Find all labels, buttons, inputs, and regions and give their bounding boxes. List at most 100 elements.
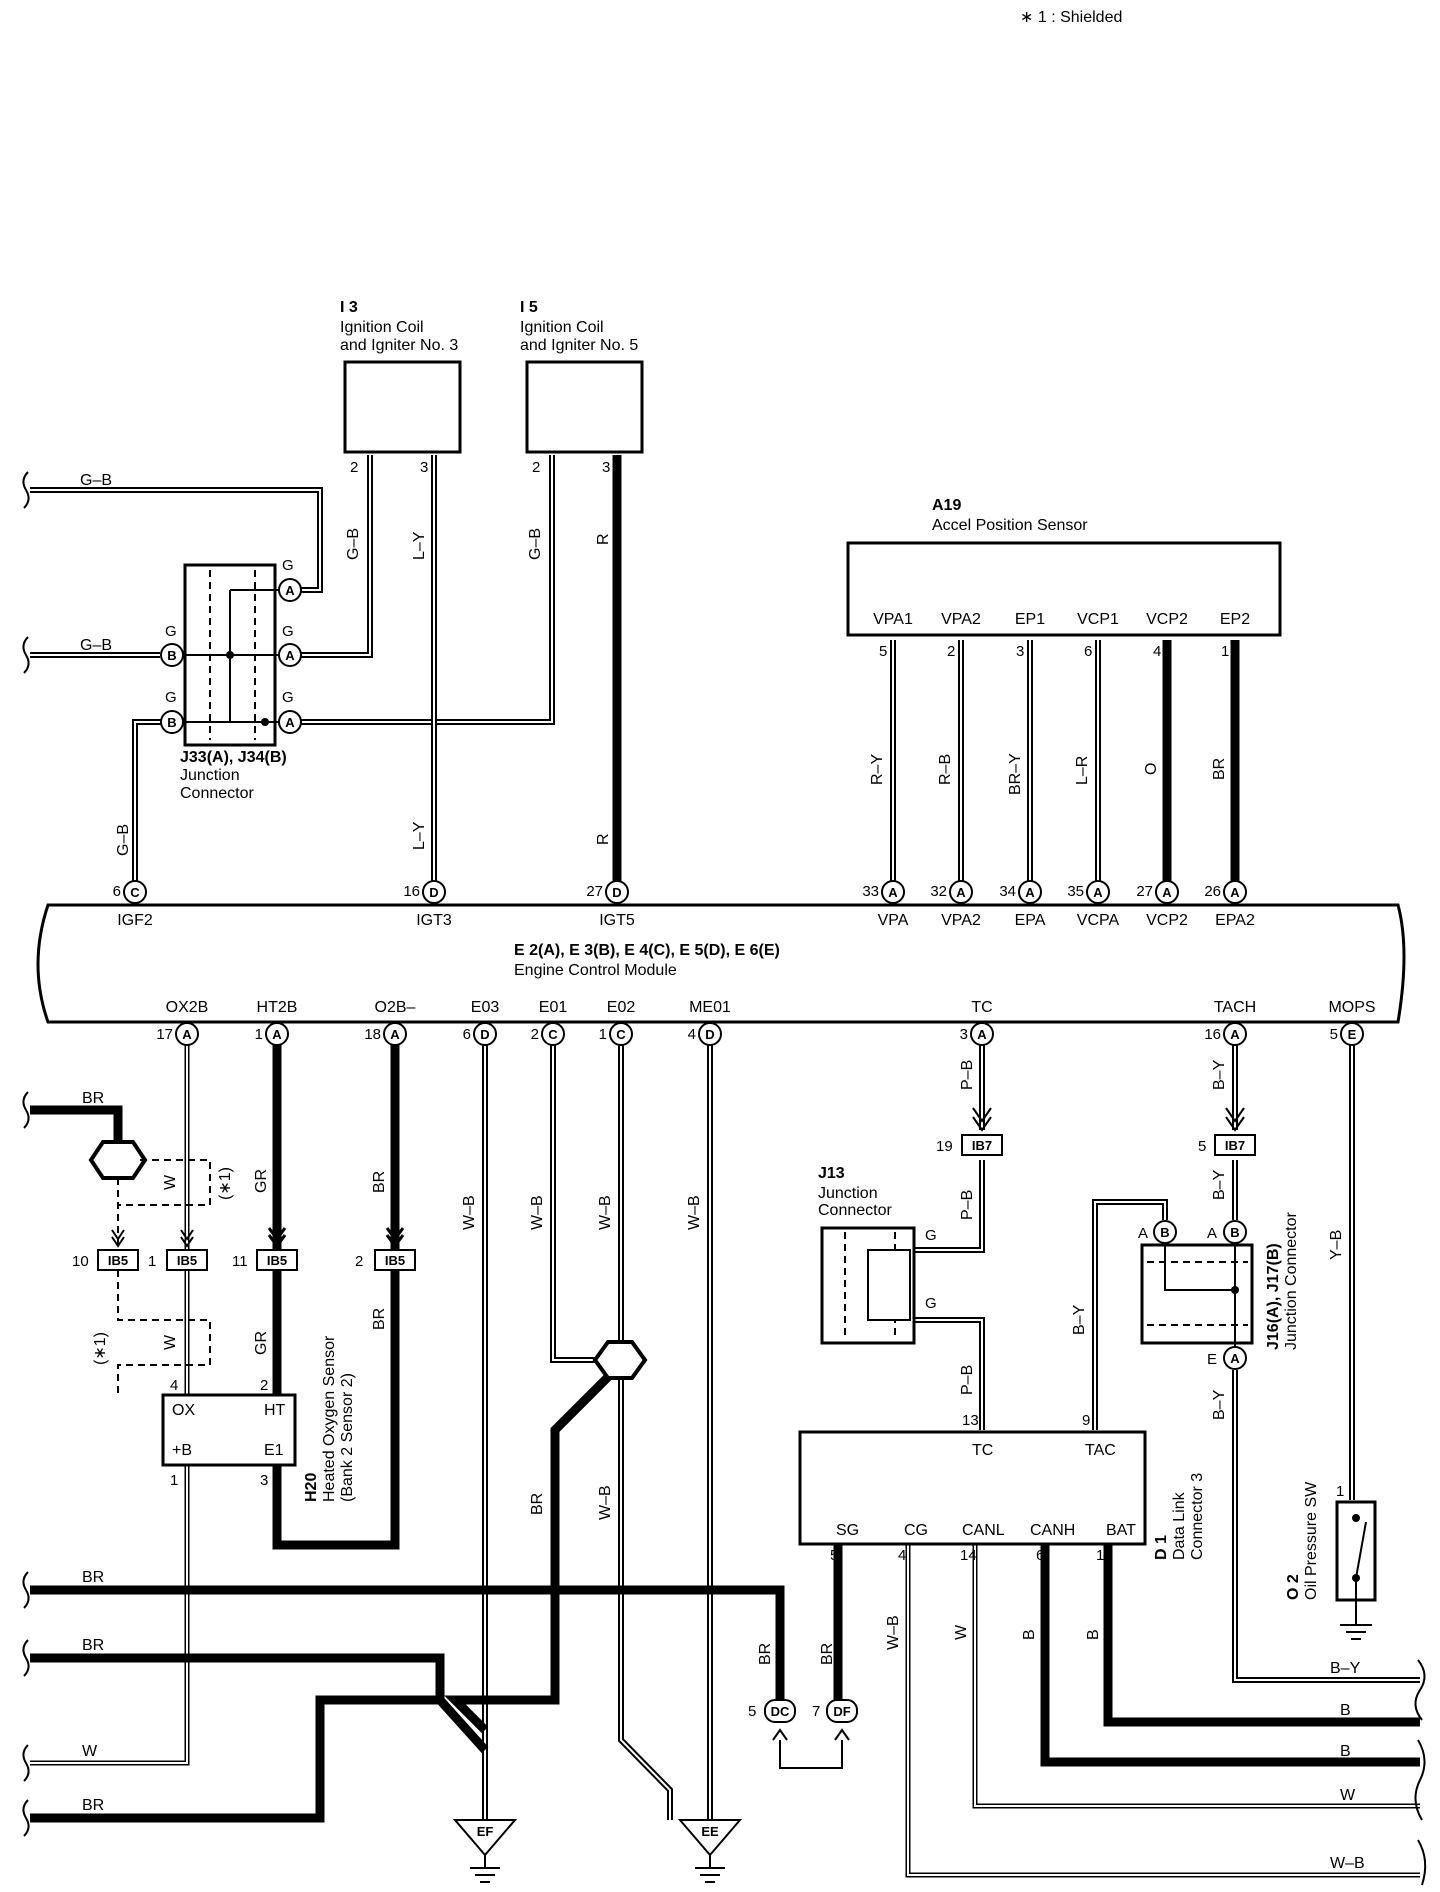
- junction-connector-j13: J13 Junction Connector G G: [818, 1165, 937, 1345]
- svg-text:3: 3: [420, 459, 428, 476]
- ecm-top-pin-label: VPA2: [941, 912, 981, 929]
- svg-text:TAC: TAC: [1085, 1442, 1116, 1459]
- svg-text:B–Y: B–Y: [1211, 1169, 1228, 1200]
- ecm-top-pin-connector-letter: C: [130, 885, 140, 900]
- svg-text:CANH: CANH: [1030, 1522, 1075, 1539]
- svg-text:G: G: [925, 1227, 937, 1244]
- accel-position-sensor: A19 Accel Position Sensor VPA15VPA22EP13…: [846, 497, 1282, 660]
- ecm-bottom-pin-connector: [473, 1022, 497, 1046]
- svg-text:W–B: W–B: [686, 1195, 703, 1230]
- ecm-bottom-pin-number: 6: [463, 1026, 471, 1043]
- svg-text:BR: BR: [82, 1797, 104, 1814]
- data-link-connector-d1: TC TAC SG CG CANL CANH BAT 13 9 5 4 14 6…: [798, 1412, 1206, 1564]
- svg-text:9: 9: [1082, 1412, 1090, 1429]
- svg-text:BR: BR: [819, 1643, 836, 1665]
- svg-text:G–B: G–B: [115, 824, 132, 856]
- ecm-bottom-pin-label: TC: [971, 999, 992, 1016]
- svg-text:GR: GR: [253, 1169, 270, 1193]
- svg-text:Engine Control Module: Engine Control Module: [514, 962, 677, 979]
- ecm-bottom-pin-number: 4: [688, 1026, 696, 1043]
- svg-text:P–B: P–B: [959, 1060, 976, 1090]
- svg-text:B: B: [1230, 1225, 1239, 1240]
- svg-text:G–B: G–B: [80, 472, 112, 489]
- ignition-coil-5: I 5 Ignition Coil and Igniter No. 5 2 3: [520, 299, 644, 476]
- ecm-bottom-pin-connector-letter: E: [1348, 1027, 1357, 1042]
- svg-text:W: W: [162, 1334, 179, 1350]
- svg-text:G–B: G–B: [80, 637, 112, 654]
- ecm-bottom-pin-label: TACH: [1214, 999, 1256, 1016]
- svg-text:I 5: I 5: [520, 299, 538, 316]
- dlc-box: [798, 1430, 1147, 1546]
- ground-ef: EF: [452, 1819, 518, 1883]
- ecm-bottom-pin-number: 18: [364, 1026, 381, 1043]
- ecm-top-pin-connector-letter: A: [1025, 885, 1035, 900]
- svg-text:3: 3: [260, 1472, 268, 1489]
- a19-pin-number: 2: [947, 643, 955, 660]
- ecm-top-pin-number: 32: [930, 883, 947, 900]
- ib7-connectors: IB7 19 IB7 5: [936, 1107, 1256, 1156]
- svg-text:7: 7: [812, 1703, 820, 1720]
- heated-oxygen-sensor-h20: OX HT +B E1 4 2 1 3 H20 Heated Oxygen Se…: [161, 1335, 356, 1502]
- svg-text:IB7: IB7: [972, 1138, 992, 1153]
- svg-text:Connector: Connector: [180, 785, 254, 802]
- ecm-top-pin-connector: [123, 880, 147, 904]
- svg-text:G–B: G–B: [345, 528, 362, 560]
- a19-pin-label: VPA1: [873, 611, 913, 628]
- ecm-bottom-pin-connector: [1223, 1022, 1247, 1046]
- ecm-top-pin-connector: [605, 880, 629, 904]
- svg-text:G: G: [282, 689, 294, 706]
- svg-text:L–R: L–R: [1074, 756, 1091, 785]
- svg-text:E 2(A), E 3(B), E 4(C), E 5(D): E 2(A), E 3(B), E 4(C), E 5(D), E 6(E): [514, 942, 780, 959]
- svg-text:W–B: W–B: [1330, 1855, 1365, 1872]
- a19-pin-label: EP2: [1220, 611, 1250, 628]
- svg-text:O: O: [1143, 763, 1160, 775]
- ecm-bottom-pin-number: 1: [599, 1026, 607, 1043]
- ecm-bottom-pin-number: 17: [156, 1026, 173, 1043]
- ecm-bottom-pin-label: E01: [539, 999, 568, 1016]
- a19-pin-label: VCP1: [1077, 611, 1119, 628]
- ecm-bottom-pin-connector: [698, 1022, 722, 1046]
- ecm-top-pin-label: IGT3: [416, 912, 452, 929]
- svg-text:Junction Connector: Junction Connector: [1283, 1211, 1300, 1350]
- ecm-top-pin-connector-letter: A: [1230, 885, 1240, 900]
- a19-pin-label: VPA2: [941, 611, 981, 628]
- svg-text:11: 11: [232, 1253, 248, 1270]
- ecm-bottom-pin-label: ME01: [689, 999, 731, 1016]
- a19-pin-number: 1: [1221, 643, 1229, 660]
- ecm-top-pin-connector: [1018, 880, 1042, 904]
- svg-text:1: 1: [148, 1253, 156, 1270]
- svg-text:Connector: Connector: [818, 1202, 892, 1219]
- dc-df-connectors: DC 5 DF 7: [748, 1699, 858, 1741]
- ecm-bottom-pin-number: 16: [1204, 1026, 1221, 1043]
- svg-text:and Igniter No. 3: and Igniter No. 3: [340, 337, 458, 354]
- svg-text:W–B: W–B: [597, 1195, 614, 1230]
- svg-text:19: 19: [936, 1138, 953, 1155]
- svg-text:G: G: [165, 689, 177, 706]
- svg-text:BR: BR: [1211, 758, 1228, 780]
- svg-text:CANL: CANL: [962, 1522, 1005, 1539]
- svg-text:B–Y: B–Y: [1211, 1059, 1228, 1090]
- right-break-marks: [1414, 1659, 1427, 1886]
- ecm-top-pin-label: IGT5: [599, 912, 635, 929]
- ecm-top-pin-connector: [1086, 880, 1110, 904]
- svg-text:W: W: [82, 1743, 98, 1760]
- svg-text:1: 1: [170, 1472, 178, 1489]
- svg-text:I 3: I 3: [340, 299, 358, 316]
- oil-pressure-switch-o2: 1 O 2 Oil Pressure SW: [1285, 1481, 1377, 1640]
- ignition-coil-5-box: [525, 360, 644, 454]
- svg-text:5: 5: [1198, 1138, 1206, 1155]
- svg-text:+B: +B: [172, 1442, 192, 1459]
- svg-text:W–B: W–B: [597, 1485, 614, 1520]
- ecm-bottom-pin-connector: [175, 1022, 199, 1046]
- svg-text:P–B: P–B: [959, 1190, 976, 1220]
- a19-pin-number: 3: [1016, 643, 1024, 660]
- accel-sensor-box: [846, 541, 1282, 637]
- ecm-top-pin-connector: [949, 880, 973, 904]
- svg-text:BR: BR: [371, 1308, 388, 1330]
- ecm-bottom-pin-connector: [383, 1022, 407, 1046]
- svg-text:B: B: [167, 648, 176, 663]
- engine-control-module: E 2(A), E 3(B), E 4(C), E 5(D), E 6(E) E…: [36, 880, 1406, 1046]
- svg-text:(Bank 2 Sensor 2): (Bank 2 Sensor 2): [339, 1373, 356, 1502]
- svg-text:IB5: IB5: [385, 1253, 405, 1268]
